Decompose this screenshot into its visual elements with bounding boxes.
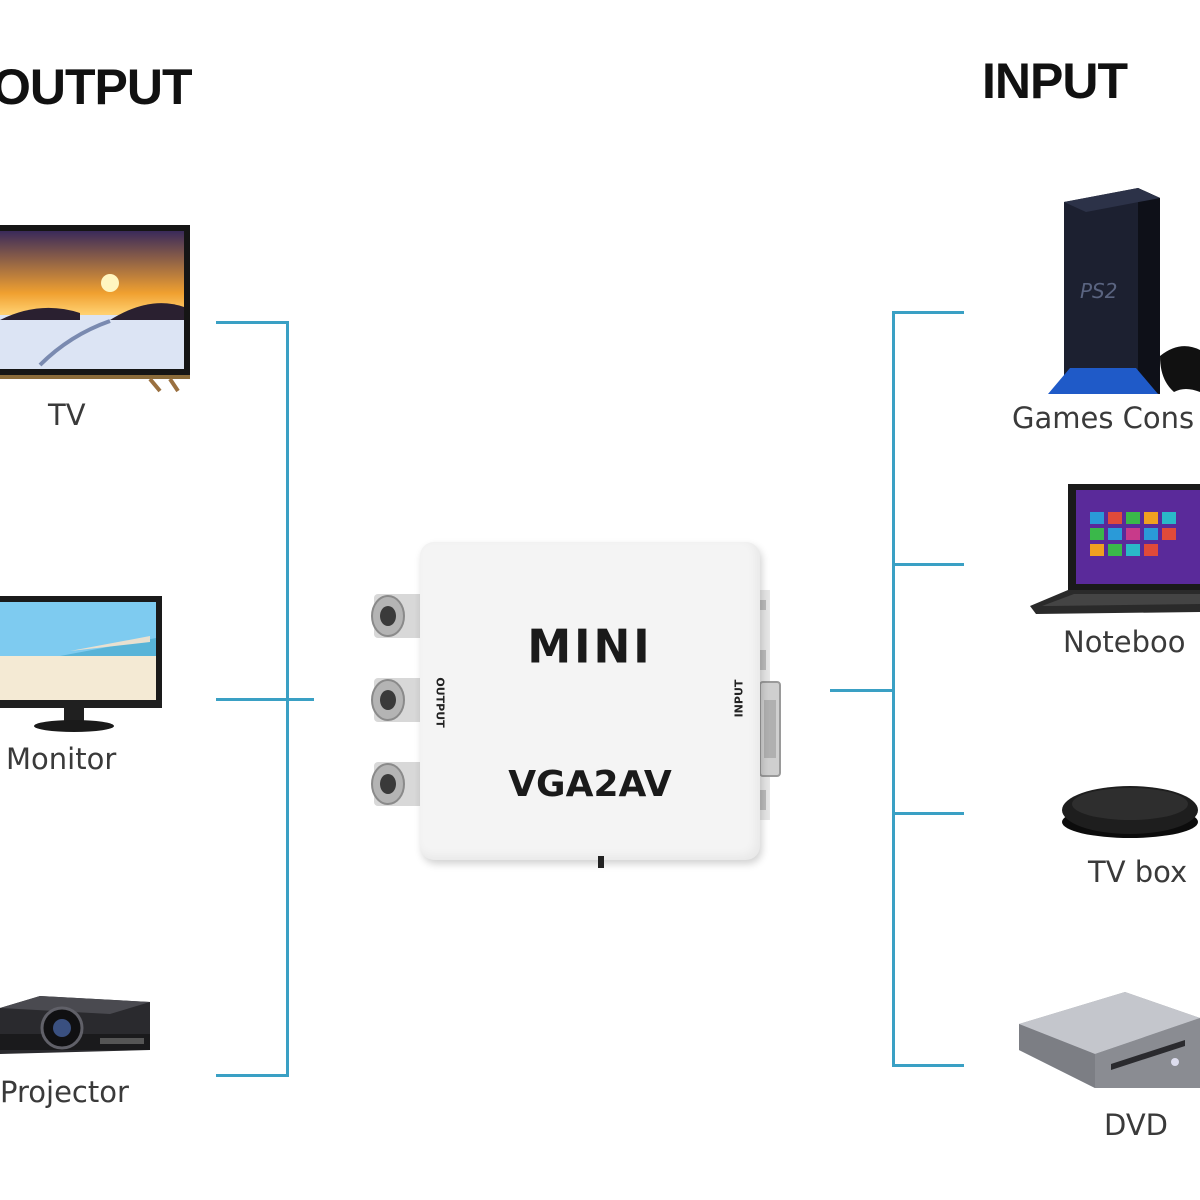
converter-model: VGA2AV	[508, 764, 672, 805]
game-console-icon: PS2	[1048, 188, 1200, 394]
connector-notebook	[892, 563, 964, 566]
connector-projector	[216, 1074, 288, 1077]
connector-left-trunk	[286, 321, 289, 1077]
connector-monitor	[216, 698, 314, 701]
connector-tvbox	[892, 812, 964, 815]
input-heading: INPUT	[982, 53, 1128, 109]
converter-brand: MINI	[527, 620, 653, 675]
output-heading: OUTPUT	[0, 59, 193, 115]
port-output-label: OUTPUT	[433, 677, 447, 728]
connector-converter-input	[830, 689, 894, 692]
notebook-label: Noteboo	[1063, 625, 1186, 659]
connector-right-trunk	[892, 311, 895, 1067]
bottom-switch	[598, 856, 604, 868]
converter-body	[420, 542, 760, 860]
connector-console	[892, 311, 964, 314]
notebook-icon	[1030, 484, 1200, 614]
projector-icon	[0, 996, 150, 1054]
tv-icon	[0, 225, 190, 393]
port-input-label: INPUT	[732, 679, 746, 718]
dvd-label: DVD	[1104, 1108, 1168, 1142]
connector-tv	[216, 321, 288, 324]
tv-box-icon	[1062, 786, 1198, 838]
connector-dvd	[892, 1064, 964, 1067]
console-label: Games Cons	[1012, 401, 1195, 435]
svg-text:PS2: PS2	[1080, 279, 1117, 303]
projector-label: Projector	[0, 1075, 129, 1109]
tv-label: TV	[48, 398, 86, 432]
monitor-icon	[0, 596, 162, 732]
vga2av-converter: MINI VGA2AV OUTPUT INPUT	[366, 540, 826, 880]
rca-jacks	[371, 594, 428, 806]
monitor-label: Monitor	[6, 742, 117, 776]
tvbox-label: TV box	[1088, 855, 1188, 889]
dvd-player-icon	[1019, 992, 1200, 1088]
